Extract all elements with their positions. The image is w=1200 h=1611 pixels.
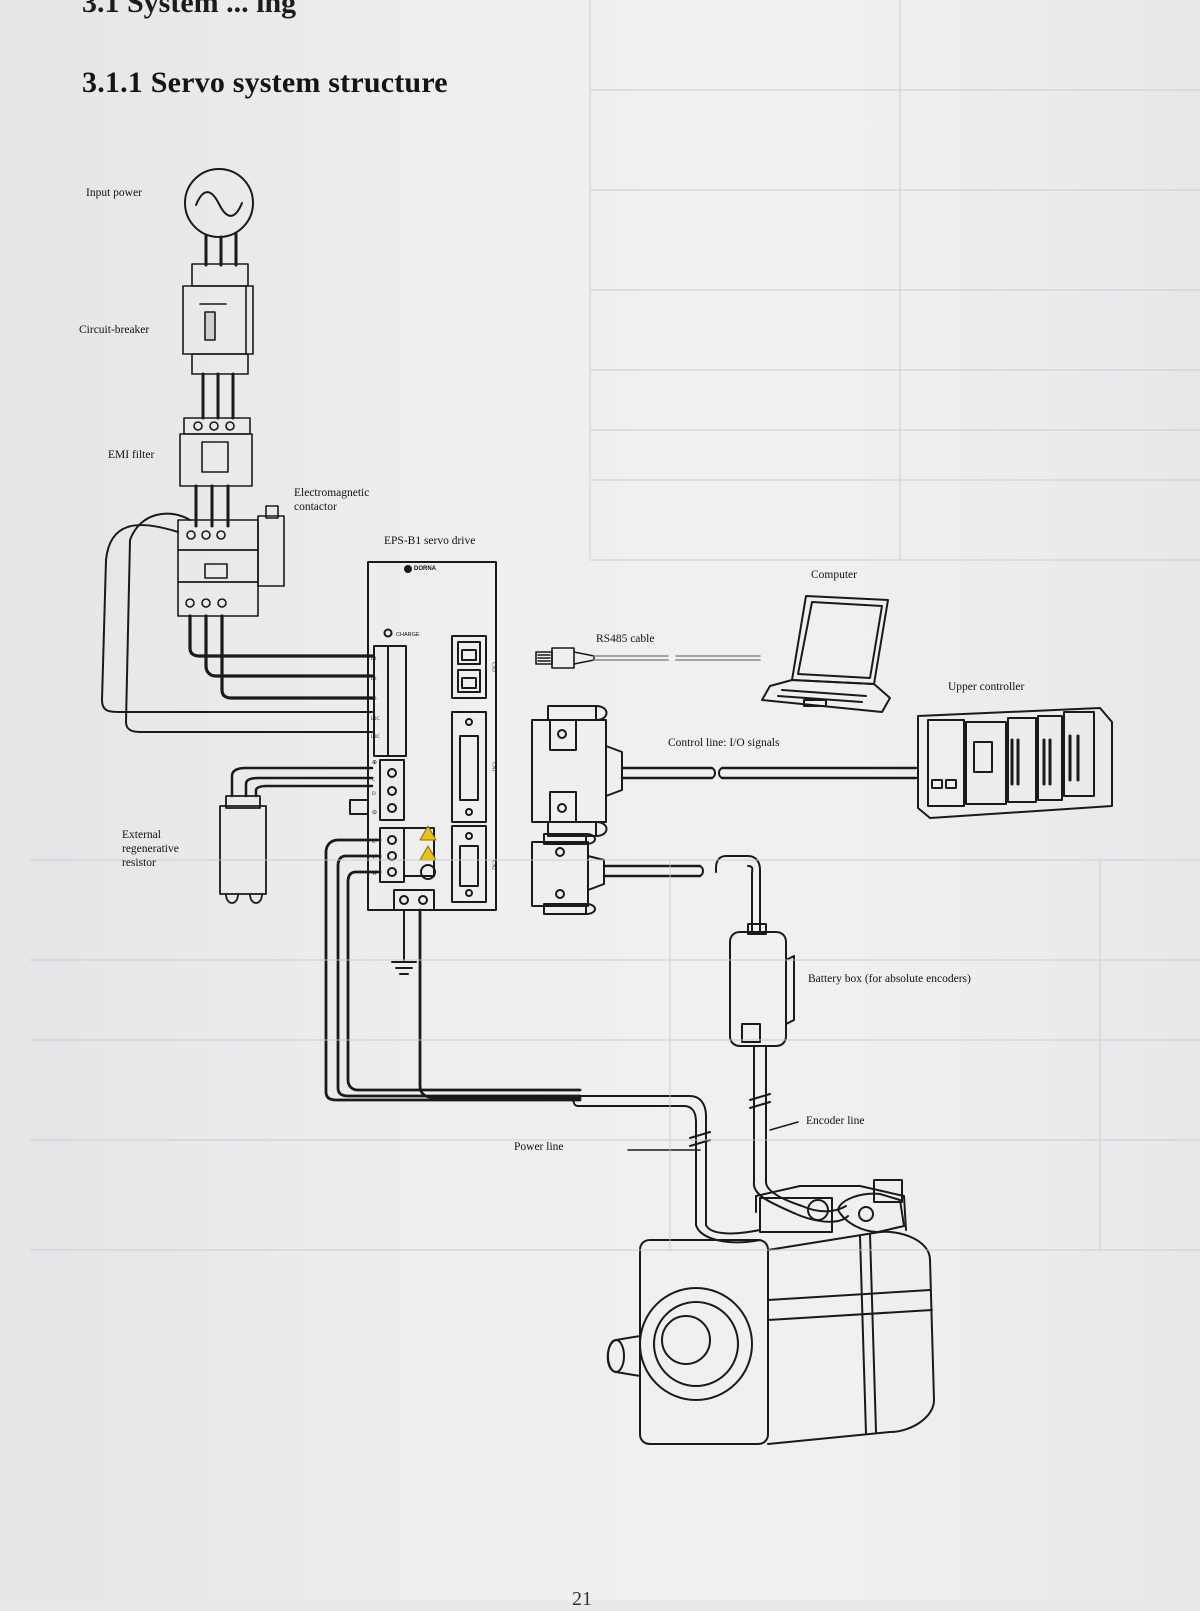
input-wires (204, 232, 238, 267)
terminal-l2: L2 (371, 677, 377, 682)
label-power-line: Power line (514, 1141, 564, 1153)
terminal-c: C (372, 778, 376, 783)
regenerative-resistor-icon (219, 795, 267, 904)
warning-icons (419, 825, 437, 861)
contactor-control-loops (101, 512, 373, 733)
servo-motor-icon (606, 1179, 935, 1445)
label-emi-filter: EMI filter (108, 449, 155, 461)
control-line-connector (531, 705, 918, 837)
port-cn1: CN1 (490, 762, 496, 772)
label-encoder-line: Encoder line (806, 1115, 865, 1127)
label-circuit-breaker: Circuit-breaker (79, 324, 150, 336)
terminal-l3: L3 (371, 697, 377, 702)
plc-icon (917, 707, 1113, 819)
label-input-power: Input power (86, 187, 142, 199)
terminal-l2c: L2C (371, 735, 380, 740)
drive-brand: DORNA (414, 566, 436, 572)
ground-symbol (391, 909, 417, 975)
motor-power-wires (324, 838, 582, 1102)
section-heading: 3.1.1 Servo system structure (82, 66, 448, 99)
ac-source-icon (184, 168, 254, 238)
label-rs485-cable: RS485 cable (596, 633, 655, 645)
servo-drive-icon (349, 561, 497, 911)
encoder-line-cable (749, 1045, 849, 1223)
label-servo-drive: EPS-B1 servo drive (384, 535, 476, 547)
rs485-cable (535, 647, 761, 669)
port-cn2: CN2 (490, 860, 496, 870)
label-battery-box: Battery box (for absolute encoders) (808, 973, 971, 985)
contactor-icon (177, 505, 285, 617)
power-line-cable (572, 1095, 761, 1244)
circuit-breaker-icon (182, 263, 254, 375)
breaker-to-filter-wires (201, 372, 235, 420)
cut-off-section-title: 3.1 System ... ing (82, 0, 297, 19)
terminal-l1c: L1C (371, 717, 380, 722)
port-cn3: CN3 (490, 662, 496, 672)
label-external-regenerative-resistor: External regenerative resistor (122, 829, 179, 869)
bleed-through-ghost (30, 0, 1200, 1251)
label-control-line: Control line: I/O signals (668, 737, 780, 749)
main-power-wires (188, 614, 374, 700)
terminal-d: D (372, 792, 376, 797)
encoder-connector (531, 833, 761, 935)
resistor-wires (230, 766, 374, 798)
terminal-l1: L1 (371, 657, 377, 662)
terminal-w: W (372, 872, 377, 877)
drive-charge-label: CHARGE (396, 632, 420, 638)
emi-filter-icon (179, 417, 253, 487)
label-upper-controller: Upper controller (948, 681, 1025, 693)
label-computer: Computer (811, 569, 857, 581)
label-electromagnetic-contactor: Electromagnetic contactor (294, 487, 370, 513)
computer-icon (761, 595, 891, 713)
terminal-v: V (372, 856, 376, 861)
terminal-u: U (372, 840, 376, 845)
terminal-plus: ⊕ (372, 760, 378, 766)
battery-box-icon (729, 923, 795, 1047)
terminal-minus: ⊖ (372, 810, 378, 816)
